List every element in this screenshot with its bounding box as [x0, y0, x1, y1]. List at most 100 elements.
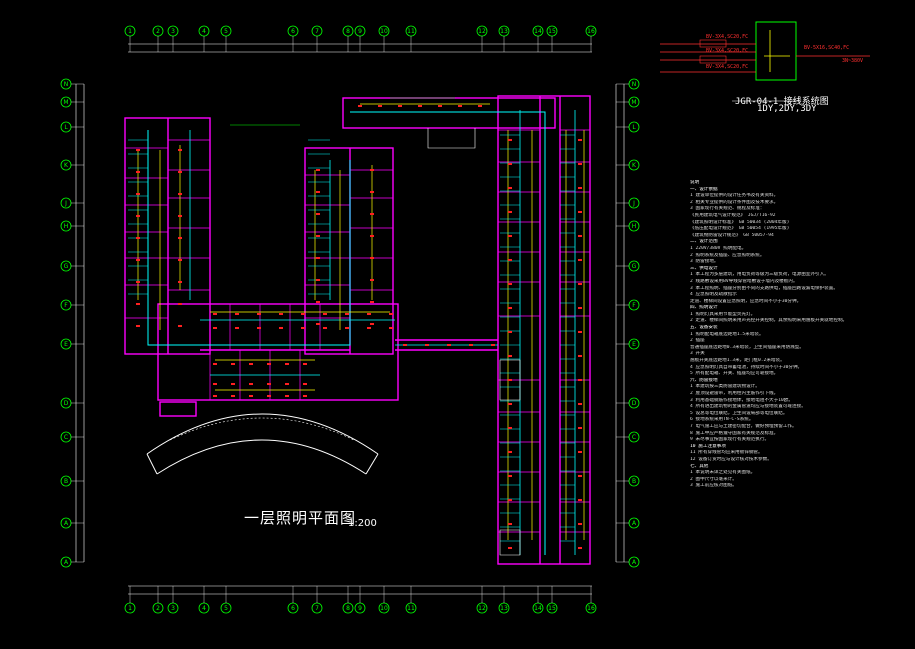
- axis-label: D: [632, 400, 637, 407]
- light-fixture: [367, 313, 371, 315]
- light-fixture: [508, 331, 512, 333]
- building-walls: [124, 95, 591, 565]
- light-fixture: [403, 344, 407, 346]
- note-line: 3 利用基础钢筋作接地体，接地电阻不大于10欧。: [690, 397, 793, 403]
- axis-label: 12: [478, 605, 486, 612]
- light-fixture: [178, 325, 182, 327]
- note-line: 8 施工中应严格遵守国家有关规范及标准。: [690, 430, 779, 436]
- light-fixture: [370, 301, 374, 303]
- axis-label: E: [64, 341, 68, 348]
- light-fixture: [508, 307, 512, 309]
- axis-label: 5: [224, 605, 228, 612]
- light-fixture: [303, 395, 307, 397]
- light-fixture: [178, 193, 182, 195]
- light-fixture: [249, 363, 253, 365]
- light-fixture: [578, 307, 582, 309]
- note-line: 1 220V/380V 照明配电。: [690, 245, 747, 251]
- light-fixture: [578, 139, 582, 141]
- light-fixture: [578, 235, 582, 237]
- axis-label: 5: [224, 28, 228, 35]
- light-fixture: [178, 281, 182, 283]
- light-fixture: [389, 313, 393, 315]
- axis-label: G: [64, 263, 69, 270]
- note-line: 4 应急照明灯具自带蓄电池，持续时间不小于30分钟。: [690, 364, 803, 370]
- light-fixture: [378, 105, 382, 107]
- light-fixture: [323, 313, 327, 315]
- note-line: 5 设总等电位联结，卫生间设局部等电位联结。: [690, 410, 788, 416]
- axis-label: N: [64, 81, 69, 88]
- axis-label: 16: [587, 28, 595, 35]
- note-line: 2 屋顶设避雷带，利用柱内主筋作引下线。: [690, 391, 779, 396]
- light-fixture: [458, 105, 462, 107]
- light-fixture: [285, 383, 289, 385]
- light-fixture: [267, 383, 271, 385]
- system-label: BV-5X16,SC40,FC: [804, 45, 850, 51]
- axis-label: G: [632, 263, 637, 270]
- light-fixture: [367, 327, 371, 329]
- light-fixture: [508, 451, 512, 453]
- light-fixture: [508, 187, 512, 189]
- axis-label: B: [632, 478, 636, 485]
- note-line: 2 图中尺寸以毫米计。: [690, 476, 737, 482]
- note-line: 2 线路敷设采用BV导线穿管暗敷设于墙内及楼板内。: [690, 278, 798, 284]
- light-fixture: [478, 105, 482, 107]
- light-fixture: [508, 403, 512, 405]
- light-fixture: [136, 259, 140, 261]
- light-fixture: [345, 313, 349, 315]
- note-line: 1 本建筑按三类防雷建筑物设计。: [690, 384, 760, 390]
- axis-label: C: [632, 434, 636, 441]
- axis-label: 7: [315, 605, 319, 612]
- light-fixture: [316, 235, 320, 237]
- system-diagram-subtitle: 1DY,2DY,3DY: [757, 104, 817, 114]
- light-fixture: [285, 363, 289, 365]
- light-fixture: [370, 169, 374, 171]
- axis-label: L: [632, 124, 636, 131]
- axis-label: 4: [202, 605, 206, 612]
- axis-label: 1: [128, 28, 132, 35]
- note-line: 12 设备订货时应与设计核对技术参数。: [690, 456, 772, 462]
- axis-label: 2: [156, 28, 160, 35]
- axis-label: 13: [500, 28, 508, 35]
- note-line: 1 本工程为多层建筑，用电负荷等级为三级负荷，电源由室外引入。: [690, 272, 829, 278]
- light-fixture: [249, 395, 253, 397]
- light-fixture: [178, 259, 182, 261]
- light-fixture: [389, 327, 393, 329]
- light-fixture: [508, 427, 512, 429]
- note-line: 《民用建筑电气设计规范》 JGJ/T16-92: [690, 212, 776, 218]
- light-fixture: [508, 259, 512, 261]
- note-line: 2 相关专业提供的设计条件图及技术要求。: [690, 199, 779, 205]
- system-diagram: [660, 21, 870, 102]
- note-line: 1 建设单位提供的设计任务书及有关资料。: [690, 193, 779, 199]
- axis-label: 9: [358, 605, 362, 612]
- axis-label: 3: [171, 605, 175, 612]
- note-line: 2 插座: [690, 338, 705, 344]
- note-line: 2 照明系统及插座、应急照明系统。: [690, 252, 765, 258]
- light-fixture: [508, 379, 512, 381]
- light-fixture: [578, 403, 582, 405]
- light-fixture: [213, 383, 217, 385]
- light-fixture: [578, 451, 582, 453]
- axis-label: 1: [128, 605, 132, 612]
- light-fixture: [301, 313, 305, 315]
- light-fixture: [178, 237, 182, 239]
- axis-label: 15: [548, 28, 556, 35]
- light-fixture: [469, 344, 473, 346]
- axis-label: 14: [534, 605, 542, 612]
- axis-label: 8: [346, 28, 350, 35]
- axis-label: M: [63, 99, 68, 106]
- light-fixture: [213, 363, 217, 365]
- light-fixture: [136, 193, 140, 195]
- light-fixture: [316, 279, 320, 281]
- note-line: 9 未尽事宜按国家现行有关规范执行。: [690, 437, 770, 443]
- axis-label: E: [632, 341, 636, 348]
- light-fixture: [279, 327, 283, 329]
- note-line: 1 照明配电箱底边距地1.5米暗装。: [690, 331, 764, 337]
- axis-label: F: [64, 302, 68, 309]
- light-fixture: [136, 237, 140, 239]
- light-fixture: [316, 191, 320, 193]
- light-fixture: [136, 215, 140, 217]
- light-fixture: [136, 325, 140, 327]
